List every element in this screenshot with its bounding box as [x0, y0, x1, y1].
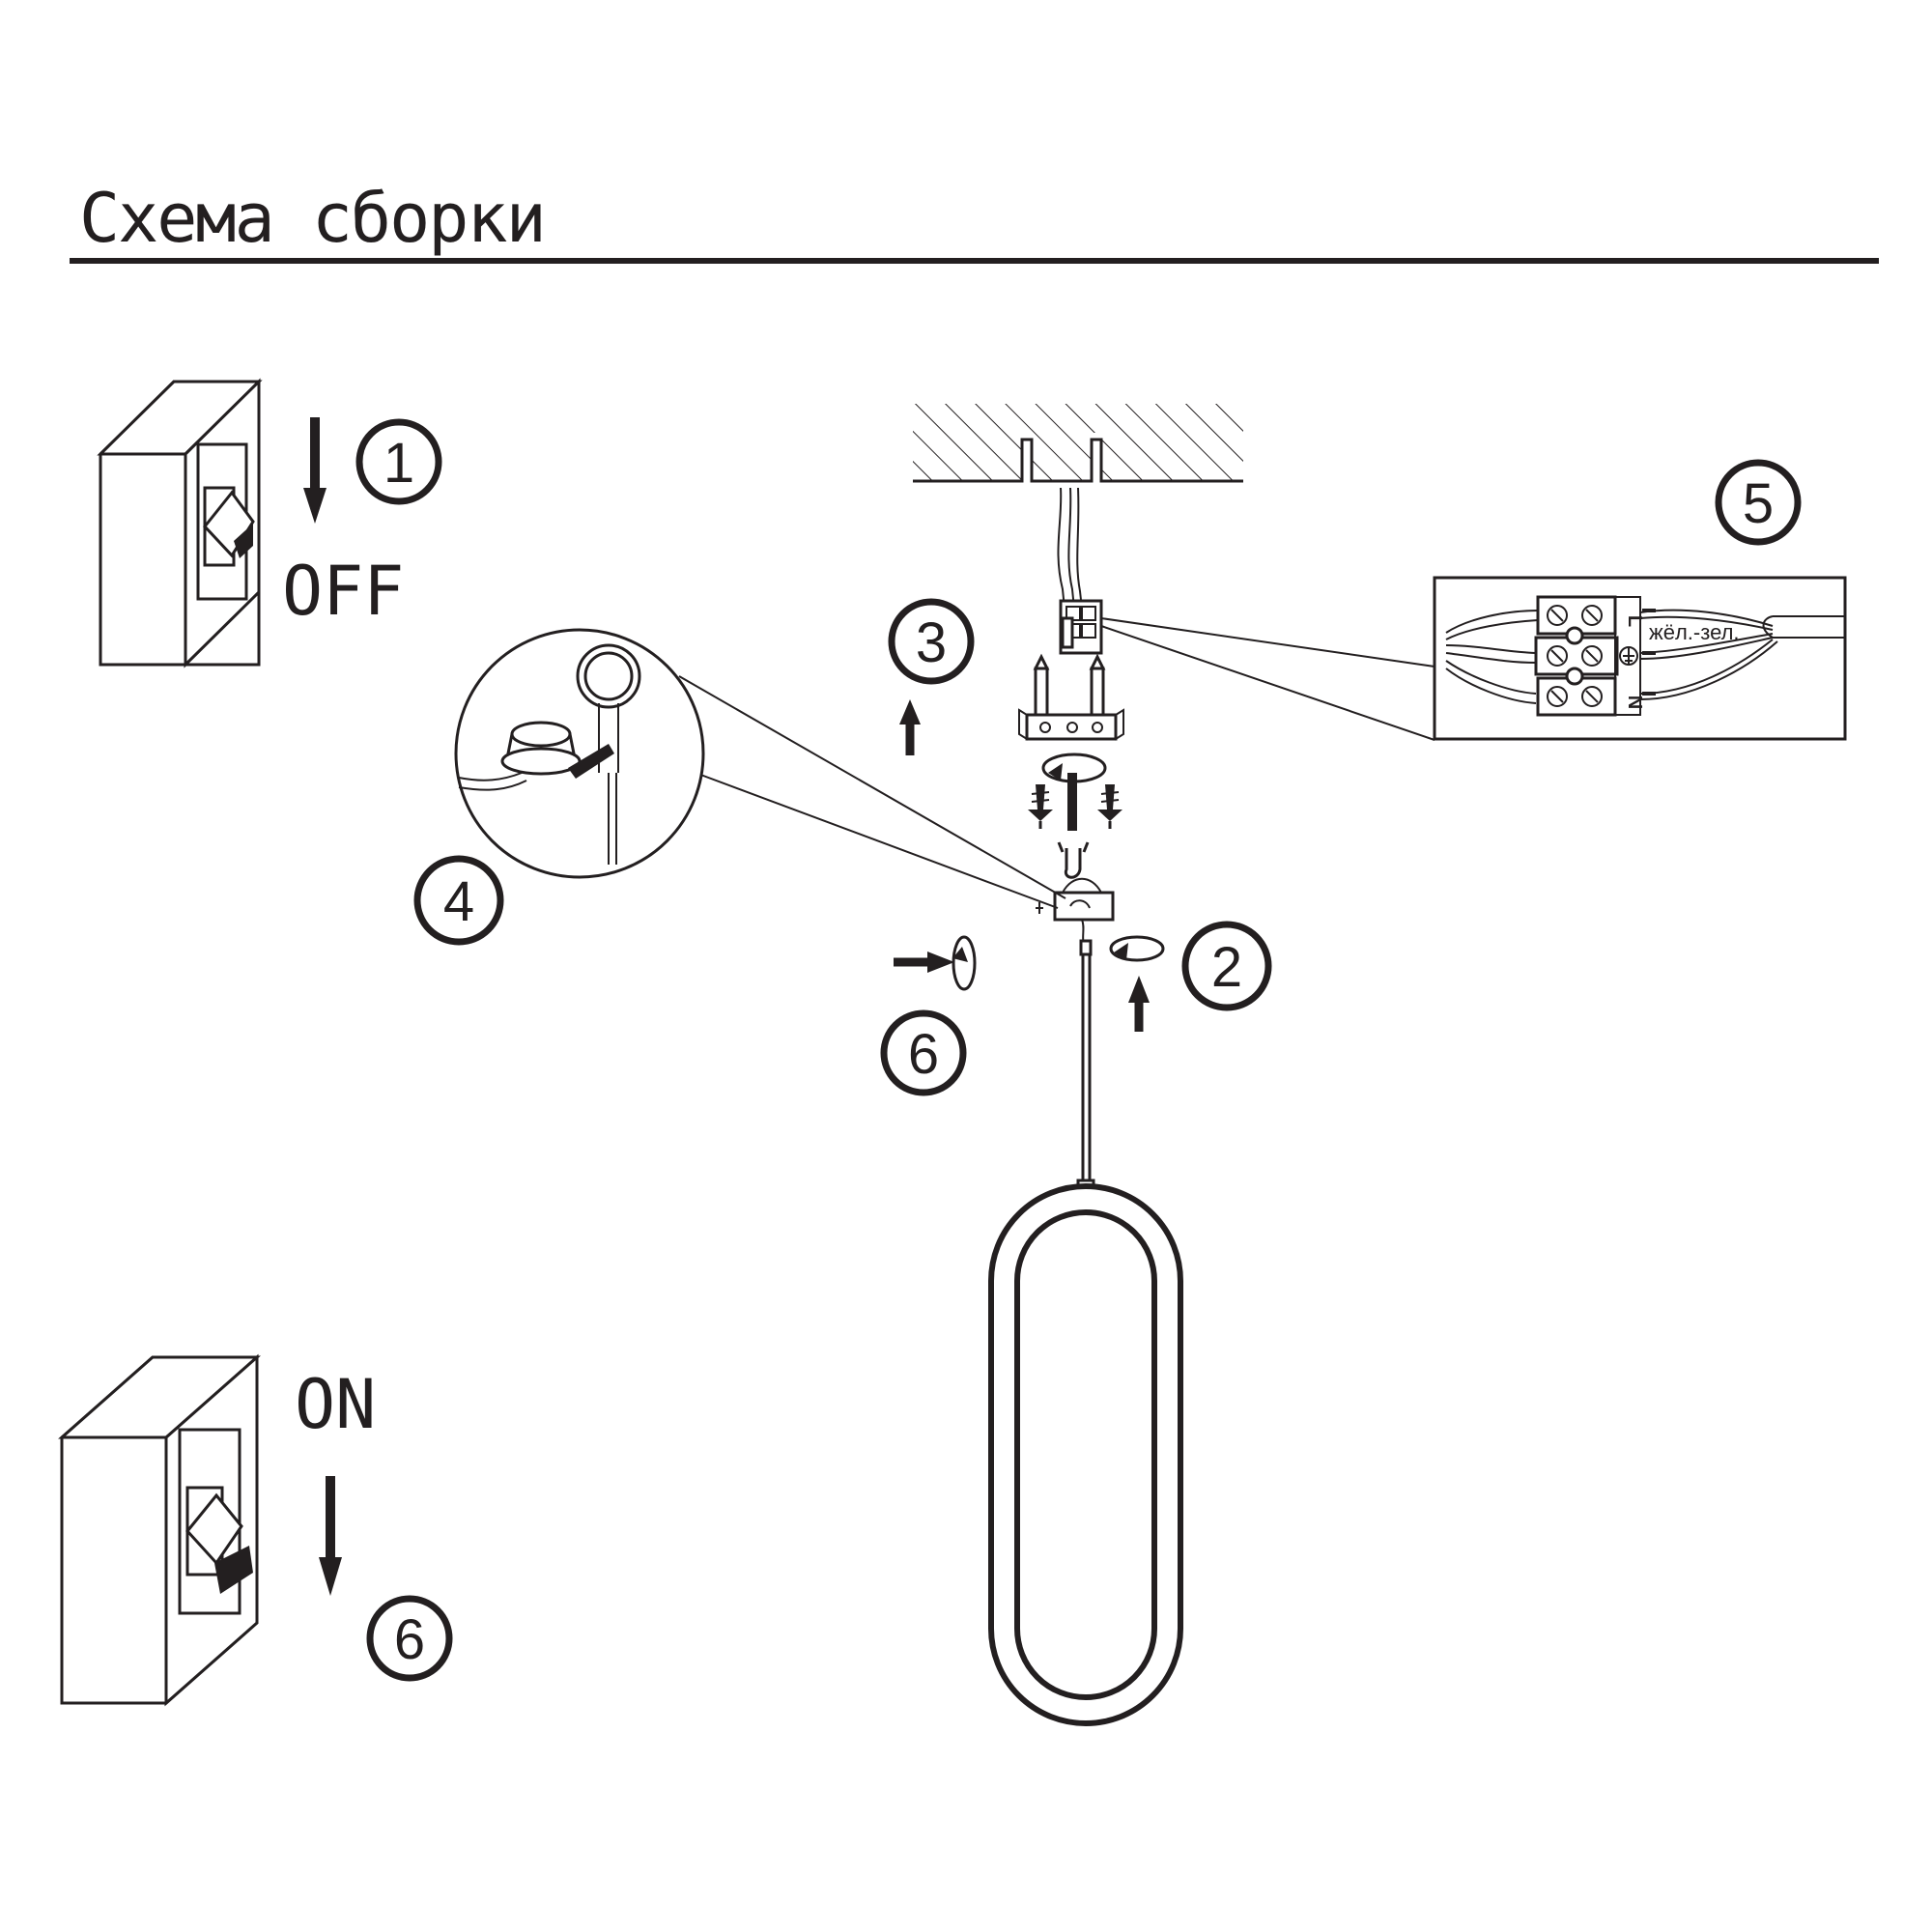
- canopy-icon: [1036, 877, 1115, 922]
- zoom-callout-4: [454, 628, 1066, 909]
- step-2-number: 2: [1211, 936, 1242, 999]
- step-6-arrow-bottom: [319, 1476, 342, 1596]
- step-6-number-middle: 6: [908, 1023, 939, 1086]
- step-6-badge-middle: 6: [880, 1009, 967, 1096]
- step-5-number: 5: [1743, 472, 1774, 535]
- mounting-plate-icon: [1018, 653, 1124, 741]
- switch-on-icon: [58, 1353, 261, 1707]
- screw-icon-right: [1097, 784, 1122, 829]
- ground-symbol-icon: [1619, 646, 1638, 666]
- hook-icon: [1057, 841, 1090, 879]
- terminal-callout-5: [1100, 576, 1847, 741]
- step-3-badge: 3: [888, 598, 975, 685]
- step-2-arrow: [1128, 976, 1150, 1032]
- step-4-number: 4: [443, 870, 474, 933]
- rotate-icon-step-6: [952, 935, 977, 991]
- suspension-cable: [1076, 939, 1095, 1194]
- step-3-number: 3: [916, 611, 947, 674]
- step-6-number-bottom: 6: [394, 1608, 425, 1671]
- step-6-badge-bottom: 6: [366, 1595, 453, 1682]
- terminal-block-icon: [1059, 599, 1103, 655]
- step-1-badge: 1: [355, 418, 442, 505]
- step-6-arrow: [894, 952, 954, 973]
- step-1-arrow: [303, 417, 327, 524]
- supply-wires: [1057, 487, 1083, 610]
- step-5-badge: 5: [1715, 459, 1802, 546]
- step-3-arrow: [899, 699, 921, 755]
- switch-on-label: ON: [295, 1365, 376, 1444]
- switch-off-icon: [97, 378, 263, 668]
- step-2-badge: 2: [1181, 921, 1272, 1011]
- ceiling-icon: [913, 404, 1243, 483]
- step-4-badge: 4: [413, 855, 504, 946]
- terminal-label-N: N: [1624, 696, 1645, 709]
- rotate-icon-step-2: [1109, 935, 1165, 962]
- page-title: Схема сборки: [79, 179, 545, 258]
- screw-icon: [1028, 784, 1053, 829]
- step-1-number: 1: [384, 432, 414, 495]
- terminal-label-L: L: [1624, 615, 1645, 627]
- lamp-ring-icon: [988, 1183, 1183, 1726]
- wire-color-label: жёл.-зел.: [1649, 620, 1740, 644]
- switch-off-label: OFF: [282, 552, 404, 631]
